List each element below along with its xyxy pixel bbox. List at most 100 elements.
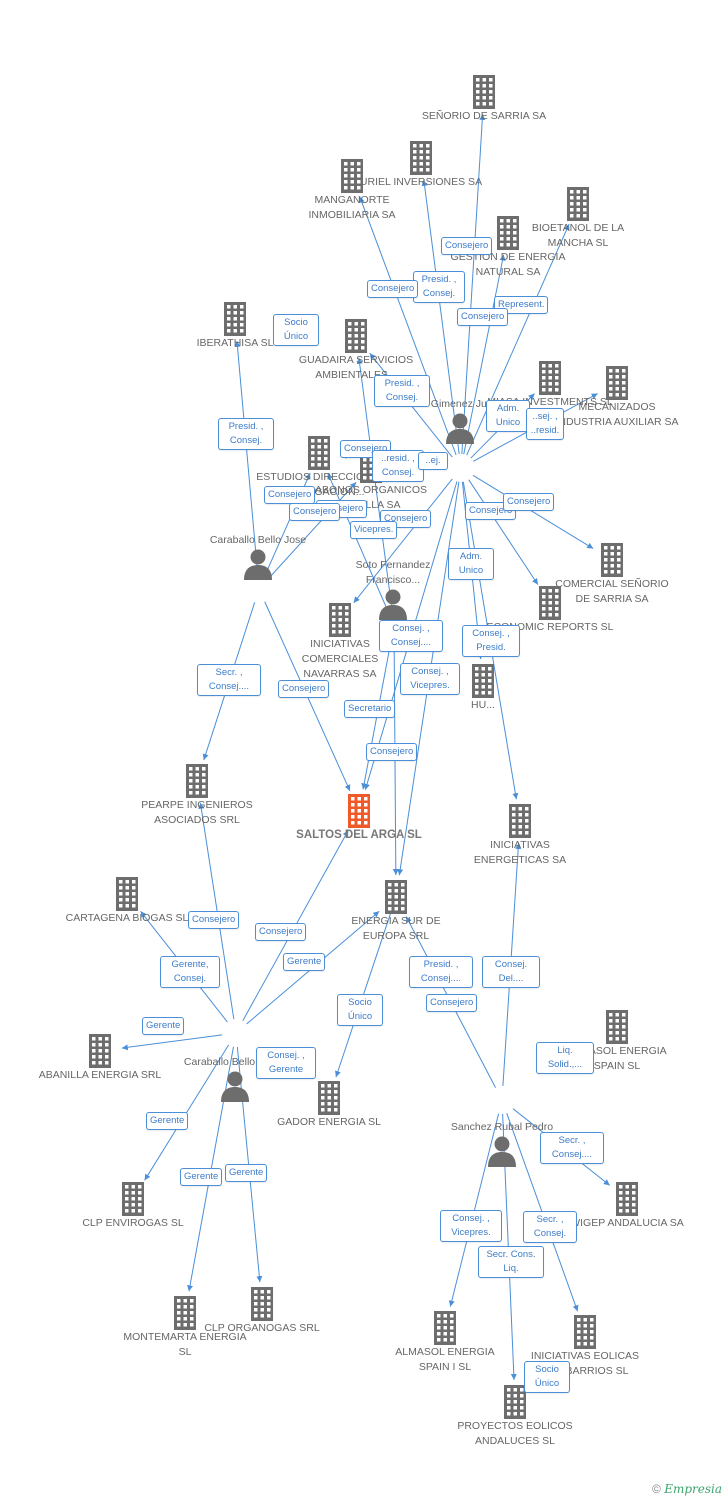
node-manganorte[interactable]: MANGANORTE INMOBILIARIA SA — [287, 159, 417, 223]
edge-label[interactable]: Consejero — [367, 280, 419, 298]
edge-label[interactable]: Consejero — [188, 911, 240, 929]
edge-label[interactable]: Consej. , Presid. — [462, 625, 520, 657]
edge-label[interactable]: ..ej. — [418, 452, 448, 470]
edge-label[interactable]: Gerente — [142, 1017, 185, 1035]
edge-label[interactable]: Secr. , Consej.... — [197, 664, 261, 696]
node-label: CLP ENVIROGAS SL — [82, 1217, 184, 1229]
node-label: ABANILLA ENERGIA SRL — [38, 1069, 162, 1081]
edge-label[interactable]: Consejero — [264, 486, 316, 504]
node-label: PROYECTOS EOLICOS ANDALUCES SL — [457, 1420, 573, 1447]
node-iberathisa[interactable]: IBERATHISA SL — [170, 302, 300, 351]
building-icon — [606, 366, 628, 400]
relationship-edge — [358, 196, 457, 456]
relationship-edge — [121, 1034, 223, 1051]
edge-label[interactable]: Presid. , Consej. — [218, 418, 274, 450]
edge-label[interactable]: Secretario — [344, 700, 396, 718]
node-caraballo-jose[interactable]: Caraballo Bello Jose — [193, 533, 323, 580]
node-iniciativas-navarras[interactable]: INICIATIVAS COMERCIALES NAVARRAS SA — [275, 603, 405, 682]
edge-label[interactable]: Consejero — [289, 503, 341, 521]
edge-label[interactable]: Consejero — [457, 308, 509, 326]
edge-label[interactable]: Consejero — [441, 237, 493, 255]
edge-label[interactable]: Vicepres. — [350, 521, 398, 539]
edge-label[interactable]: Consejero — [503, 493, 555, 511]
edge-label[interactable]: Gerente — [180, 1168, 223, 1186]
node-clp-organogas[interactable]: CLP ORGANOGAS SRL — [197, 1287, 327, 1336]
node-montemarta[interactable]: MONTEMARTA ENERGIA SL — [120, 1296, 250, 1360]
building-icon — [385, 880, 407, 914]
node-comercial-senorio[interactable]: COMERCIAL SEÑORIO DE SARRIA SA — [547, 543, 677, 607]
building-icon — [318, 1081, 340, 1115]
node-almasol-spain-i[interactable]: ALMASOL ENERGIA SPAIN I SL — [380, 1311, 510, 1375]
building-icon — [504, 1385, 526, 1419]
edge-label[interactable]: Gerente — [283, 953, 326, 971]
node-iniciativas-energeticas[interactable]: INICIATIVAS ENERGETICAS SA — [455, 804, 585, 868]
node-hu[interactable]: HU... — [418, 664, 548, 713]
node-bioetanol[interactable]: BIOETANOL DE LA MANCHA SL — [513, 187, 643, 251]
edge-label[interactable]: Consejero — [366, 743, 418, 761]
relationship-edge — [461, 113, 486, 455]
node-label: SEÑORIO DE SARRIA SA — [421, 110, 547, 122]
brand-name[interactable]: Empresia — [664, 1482, 722, 1496]
relationship-edge — [472, 474, 594, 549]
node-mecanizados[interactable]: MECANIZADOS INDUSTRIA AUXILIAR SA — [552, 366, 682, 430]
node-cartagena[interactable]: CARTAGENA BIOGAS SL — [62, 877, 192, 926]
node-label: CLP ORGANOGAS SRL — [204, 1322, 320, 1334]
edge-label[interactable]: Consejero — [278, 680, 330, 698]
building-icon — [539, 586, 561, 620]
edge-label[interactable]: Adm. Unico — [448, 548, 494, 580]
edge-label[interactable]: Presid. , Consej. — [413, 271, 465, 303]
edge-label[interactable]: Gerente — [225, 1164, 268, 1182]
relationship-edge — [268, 481, 357, 579]
edge-label[interactable]: Consejero — [255, 923, 307, 941]
edge-label[interactable]: Liq. Solid.,... — [536, 1042, 594, 1074]
node-proyectos-eolicos[interactable]: PROYECTOS EOLICOS ANDALUCES SL — [450, 1385, 580, 1449]
edge-label[interactable]: Consej. , Gerente — [256, 1047, 316, 1079]
edge-label[interactable]: Presid. , Consej.... — [409, 956, 473, 988]
person-icon — [379, 589, 407, 620]
node-abanilla[interactable]: ABANILLA ENERGIA SRL — [35, 1034, 165, 1083]
building-icon — [348, 794, 370, 828]
edge-label[interactable]: Consejero — [426, 994, 478, 1012]
node-label: INICIATIVAS COMERCIALES NAVARRAS SA — [301, 638, 379, 680]
building-icon — [410, 141, 432, 175]
edge-label[interactable]: Consej. , Vicepres. — [440, 1210, 502, 1242]
edge-label[interactable]: Consej. , Consej.... — [379, 620, 443, 652]
edge-label[interactable]: ..sej. , ..resid. — [526, 408, 564, 440]
node-estudios[interactable]: ESTUDIOS DIRECCION E INVESTIGACION... — [254, 436, 384, 500]
node-label: WIGEP ANDALUCIA SA — [570, 1217, 684, 1229]
node-senorio-sarria[interactable]: SEÑORIO DE SARRIA SA — [419, 75, 549, 124]
edge-label[interactable]: Gerente — [146, 1112, 189, 1130]
node-label: IBERATHISA SL — [196, 337, 274, 349]
edge-label[interactable]: Secr. , Consej.... — [540, 1132, 604, 1164]
edge-label[interactable]: Gerente, Consej. — [160, 956, 220, 988]
node-sanchez[interactable]: Sanchez Rubal Pedro — [437, 1120, 567, 1167]
node-label: MONTEMARTA ENERGIA SL — [123, 1331, 247, 1358]
node-label: ALMASOL ENERGIA SPAIN I SL — [395, 1346, 495, 1373]
edge-label[interactable]: Socio Único — [524, 1361, 570, 1393]
building-icon — [224, 302, 246, 336]
edge-label[interactable]: Consej. , Vicepres. — [400, 663, 460, 695]
edge-label[interactable]: Secr. , Consej. — [523, 1211, 577, 1243]
building-icon — [616, 1182, 638, 1216]
edge-label[interactable]: Adm. Unico — [486, 400, 530, 432]
edge-label[interactable]: Socio Único — [337, 994, 383, 1026]
person-icon — [446, 413, 474, 444]
node-label: PEARPE INGENIEROS ASOCIADOS SRL — [141, 799, 253, 826]
node-pearpe[interactable]: PEARPE INGENIEROS ASOCIADOS SRL — [132, 764, 262, 828]
edge-label[interactable]: Consej. Del.... — [482, 956, 540, 988]
edge-label[interactable]: Socio Único — [273, 314, 319, 346]
edge-label[interactable]: Secr. Cons. Liq. — [478, 1246, 544, 1278]
edge-label[interactable]: Presid. , Consej. — [374, 375, 430, 407]
node-label: Sanchez Rubal Pedro — [450, 1121, 554, 1133]
building-icon — [186, 764, 208, 798]
node-gador[interactable]: GADOR ENERGIA SL — [264, 1081, 394, 1130]
node-soto[interactable]: Soto Fernandez Francisco... — [328, 558, 458, 620]
node-uriel[interactable]: URIEL INVERSIONES SA — [356, 141, 486, 190]
node-wigep[interactable]: WIGEP ANDALUCIA SA — [562, 1182, 692, 1231]
node-energia-sur[interactable]: ENERGIA SUR DE EUROPA SRL — [331, 880, 461, 944]
edge-label[interactable]: ..resid. , Consej. — [372, 450, 424, 482]
node-clp-envirogas[interactable]: CLP ENVIROGAS SL — [68, 1182, 198, 1231]
building-icon — [308, 436, 330, 470]
person-icon — [221, 1071, 249, 1102]
node-saltos-main[interactable]: SALTOS DEL ARGA SL — [294, 794, 424, 843]
